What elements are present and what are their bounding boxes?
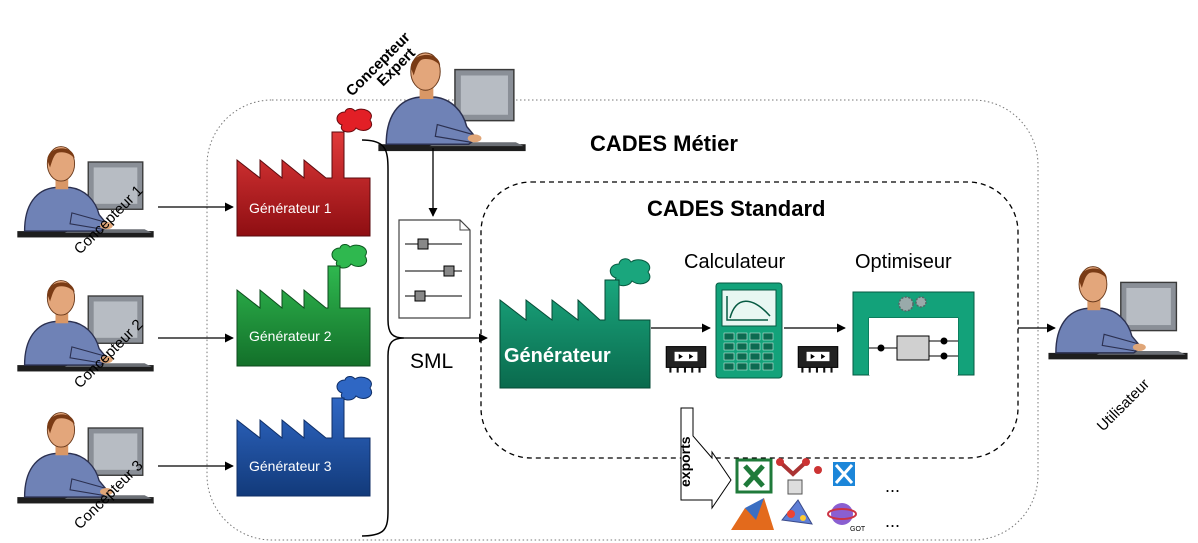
main-generator-label: Générateur — [504, 345, 611, 367]
component-chip-1-icon — [665, 345, 707, 374]
cades-metier-title: CADES Métier — [590, 131, 738, 156]
generator-3-factory: Générateur 3 — [236, 376, 372, 497]
calculator-device — [715, 282, 783, 379]
user-figure — [1047, 265, 1189, 361]
cades-standard-title: CADES Standard — [647, 196, 825, 221]
cades-standard-region — [480, 181, 1019, 459]
user-label: Utilisateur — [1094, 376, 1153, 435]
optimizer-label: Optimiseur — [855, 251, 952, 273]
excel-icon — [735, 458, 773, 494]
calculator-label: Calculateur — [684, 251, 786, 273]
sml-document-icon — [398, 219, 471, 319]
cades-metier-region — [206, 99, 1039, 541]
component-chip-2-icon — [797, 345, 839, 374]
gear-icon — [898, 296, 914, 312]
generator-3-label: Générateur 3 — [249, 458, 332, 474]
exports-ellipsis-1: ... — [885, 476, 900, 496]
generator-2-factory: Générateur 2 — [236, 244, 371, 367]
generator-1-label: Générateur 1 — [249, 200, 332, 216]
got-tool-icon: GOT — [827, 503, 866, 533]
exports-ellipsis-2: ... — [885, 511, 900, 531]
sml-label: SML — [410, 350, 453, 373]
exports-arrow — [680, 407, 732, 510]
generator-2-label: Générateur 2 — [249, 328, 332, 344]
generator-1-factory: Générateur 1 — [236, 108, 372, 237]
export-tool-2-icon — [776, 458, 822, 495]
matlab-icon — [731, 498, 774, 530]
exports-label: exports — [677, 436, 693, 487]
main-generator-factory: Générateur — [499, 258, 651, 389]
optimizer-device — [852, 291, 975, 376]
export-tool-3-icon — [833, 462, 855, 486]
got-label: GOT — [850, 526, 866, 533]
export-tool-5-icon — [781, 499, 813, 525]
